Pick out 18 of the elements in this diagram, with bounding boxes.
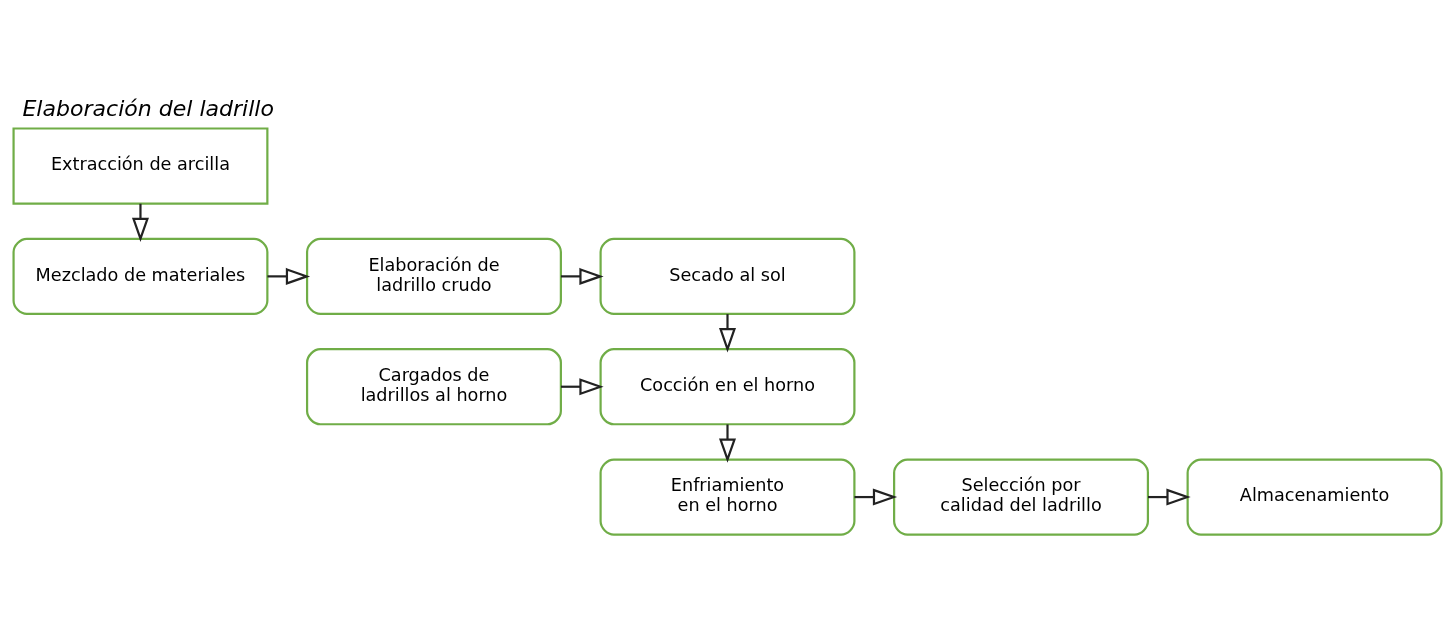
arrow: [719, 313, 736, 352]
node-box: Extracción de arcilla: [12, 126, 269, 205]
node-box: Cargados de ladrillos al horno: [306, 347, 562, 425]
node-box: Mezclado de materiales: [12, 237, 269, 315]
arrow: [1148, 488, 1191, 506]
arrow: [560, 267, 604, 285]
node-box: Secado al sol: [599, 237, 856, 315]
arrow: [854, 488, 898, 506]
node-box: Elaboración de ladrillo crudo: [306, 237, 562, 315]
node-box: Selección por calidad del ladrillo: [893, 457, 1149, 536]
node-box: Enfriamiento en el horno: [599, 457, 856, 536]
arrow: [131, 203, 149, 242]
arrow: [267, 267, 311, 285]
node-box: Almacenamiento: [1186, 457, 1443, 536]
arrow: [560, 377, 604, 395]
arrow: [719, 423, 736, 463]
diagram-title: Elaboración del ladrillo: [22, 95, 274, 121]
node-box: Cocción en el horno: [599, 347, 856, 425]
